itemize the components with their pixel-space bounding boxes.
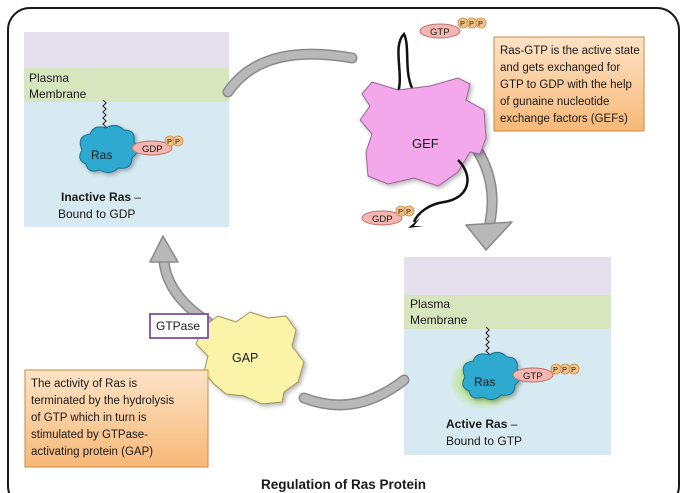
plasma-membrane bbox=[404, 295, 611, 329]
gef-note-line: Ras-GTP is the active state bbox=[500, 45, 640, 57]
gef-label: GEF bbox=[412, 136, 439, 151]
active-status: Active Ras – bbox=[446, 417, 518, 431]
active-ras-panel: Plasma Membrane Ras GTP P P P Active Ras… bbox=[404, 257, 611, 455]
inactive-status: Inactive Ras – bbox=[61, 190, 141, 204]
diagram-title: Regulation of Ras Protein bbox=[260, 477, 426, 492]
phosphate-2 bbox=[403, 205, 415, 217]
inactive-status-sub: Bound to GDP bbox=[58, 207, 135, 221]
gap-note: The activity of Ras is terminated by the… bbox=[24, 369, 209, 468]
gtp-molecule-incoming bbox=[419, 23, 461, 39]
gdp-release-arrow bbox=[412, 159, 469, 223]
gap-group: GAP GTPase bbox=[149, 311, 305, 405]
membrane-label-line2: Membrane bbox=[410, 313, 468, 327]
gap-label: GAP bbox=[232, 351, 258, 365]
gef-note-line: and gets exchanged for bbox=[500, 62, 620, 74]
extracellular-region bbox=[404, 257, 611, 295]
gap-note-line: stimulated by GTPase- bbox=[31, 429, 148, 441]
membrane-label-line1: Plasma bbox=[410, 297, 450, 311]
gdp-molecule-released bbox=[361, 210, 403, 226]
gtp-molecule-bound bbox=[512, 367, 554, 383]
gef-group: GEF GDP P P GTP P P P bbox=[359, 17, 487, 228]
gtpase-label: GTPase bbox=[156, 319, 200, 333]
gdp-label-bound: GDP bbox=[142, 144, 163, 155]
ras-label-active: Ras bbox=[474, 375, 495, 389]
arrow-top bbox=[224, 50, 356, 96]
phosphate-3-label: P bbox=[571, 365, 576, 374]
gef-protein bbox=[359, 77, 487, 187]
ras-label-inactive: Ras bbox=[91, 148, 112, 162]
gap-note-line: of GTP which in turn is bbox=[31, 412, 147, 424]
arrow-bottom bbox=[300, 376, 408, 409]
phosphate-1-label: P bbox=[460, 19, 465, 28]
gtp-label-bound: GTP bbox=[523, 371, 543, 382]
gtp-label-incoming: GTP bbox=[430, 27, 450, 38]
plasma-membrane bbox=[24, 68, 229, 102]
phosphate-2-label: P bbox=[469, 19, 474, 28]
membrane-label-line2: Membrane bbox=[29, 87, 87, 101]
phosphate-1-label: P bbox=[553, 365, 558, 374]
extracellular-region bbox=[24, 32, 229, 68]
gap-note-line: terminated by the hydrolysis bbox=[31, 395, 174, 407]
gef-note-line: GTP to GDP with the help bbox=[500, 79, 632, 91]
phosphate-2-label: P bbox=[562, 365, 567, 374]
phosphate-2-label: P bbox=[175, 137, 180, 146]
gdp-molecule-bound bbox=[131, 140, 173, 156]
arrow-right-head bbox=[465, 221, 513, 251]
gef-note-line: exchange factors (GEFs) bbox=[500, 113, 628, 125]
gtp-tether bbox=[396, 31, 414, 93]
phosphate-1-label: P bbox=[167, 137, 172, 146]
gdp-release-arrowhead bbox=[408, 218, 424, 228]
gap-note-box bbox=[24, 369, 209, 468]
gap-note-line: activating protein (GAP) bbox=[31, 446, 153, 458]
membrane-label-line1: Plasma bbox=[29, 71, 69, 85]
phosphate-3 bbox=[475, 17, 487, 29]
phosphate-3-label: P bbox=[478, 19, 483, 28]
gef-note-box bbox=[493, 36, 645, 132]
phosphate-1-label: P bbox=[398, 207, 403, 216]
phosphate-2-label: P bbox=[406, 207, 411, 216]
phosphate-2 bbox=[172, 135, 184, 147]
gap-note-line: The activity of Ras is bbox=[31, 378, 137, 390]
inactive-ras-panel: Plasma Membrane Ras GDP P P Inactive Ras… bbox=[24, 32, 229, 227]
phosphate-3 bbox=[568, 363, 580, 375]
arrow-left-head bbox=[149, 235, 179, 263]
gef-note: Ras-GTP is the active state and gets exc… bbox=[493, 36, 645, 132]
gdp-label-released: GDP bbox=[372, 214, 393, 225]
gtpase-box bbox=[149, 313, 209, 339]
gef-note-line: of gunaine nucleotide bbox=[500, 96, 609, 108]
active-status-sub: Bound to GTP bbox=[446, 434, 522, 448]
